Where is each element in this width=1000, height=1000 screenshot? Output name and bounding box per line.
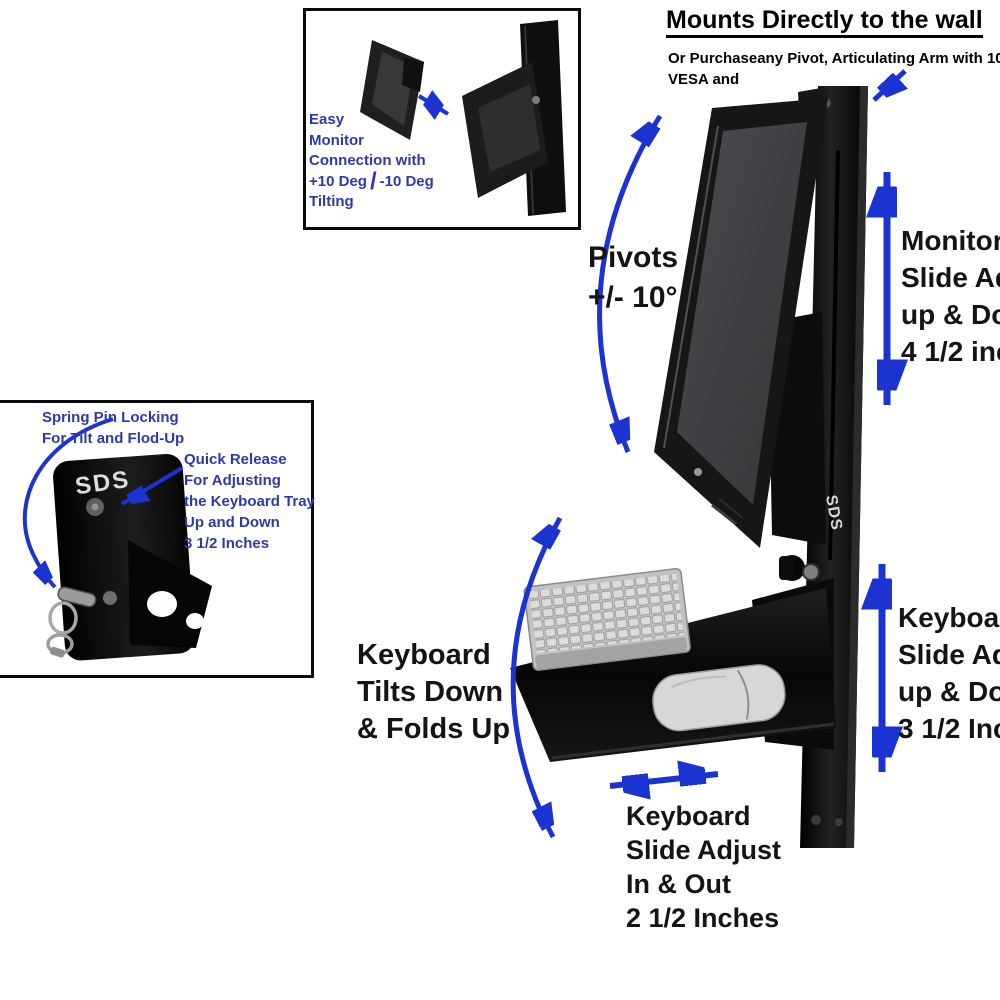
pivots-label: Pivots +/- 10° [588, 238, 678, 318]
monitor-slide-line-2: Slide Adjust [901, 262, 1000, 293]
rail-bottom-screw-2 [835, 818, 843, 826]
quick-release-line-2: For Adjusting [184, 472, 281, 489]
quick-release-note: Quick Release For Adjusting the Keyboard… [184, 449, 315, 554]
tilt-minus-text: -10 Deg [379, 172, 434, 190]
keyboard-tray [510, 567, 836, 762]
bracket-hole-1 [147, 591, 177, 617]
monitor [654, 98, 828, 548]
pin-key [49, 646, 66, 658]
pin-ring-1 [48, 601, 78, 635]
subtitle: Or Purchaseany Pivot, Articulating Arm w… [668, 48, 1000, 90]
monitor-slide-line-3: up & Down [901, 299, 1000, 330]
spring-pin-bolt [103, 591, 117, 605]
inset-bracket-photo: SDS [46, 454, 212, 661]
inset-plate-screw [532, 96, 540, 104]
keyboard-slide-line-4: 3 1/2 Inches [898, 713, 1000, 744]
tilt-plus-text: +10 Deg [309, 172, 367, 190]
keyboard-slide-label: Keyboard Slide Adjust up & Down 3 1/2 In… [898, 599, 1000, 747]
monitor-logo-dot [694, 468, 702, 476]
rail-edge-highlight [846, 86, 868, 848]
easy-connection-note: Easy Monitor Connection with +10 Deg/-10… [309, 109, 434, 212]
keyboard-keys [529, 573, 684, 654]
keyboard-tilts-line-2: Tilts Down [357, 676, 504, 708]
monitor-slide-label: Monitor Slide Adjust up & Down 4 1/2 inc… [901, 222, 1000, 370]
mouse-highlight [670, 675, 727, 689]
keyboard-slide-line-2: Slide Adjust [898, 639, 1000, 670]
quick-release-knob-center [91, 503, 99, 511]
keyboard-front-edge [535, 637, 688, 670]
keyboard-slide-line-3: up & Down [898, 676, 1000, 707]
easy-connection-line-2: Monitor [309, 131, 364, 149]
rail-slot [828, 149, 840, 561]
quick-release-line-4: Up and Down [184, 514, 280, 531]
inset-box-monitor-connection [303, 8, 581, 230]
page-title: Mounts Directly to the wall [666, 6, 983, 38]
quick-release-line-3: the Keyboard Tray [184, 493, 315, 510]
tray-front-edge [551, 722, 835, 760]
vesa-connect-arrow [417, 96, 450, 114]
rail-knob-stem [779, 556, 795, 580]
subtitle-line-1: Or Purchaseany Pivot, Articulating Arm w… [668, 50, 1000, 67]
inset-mount-plate-inner [478, 84, 540, 172]
mouse [652, 664, 786, 732]
quick-release-line-5: 3 1/2 Inches [184, 535, 270, 552]
rail-bottom-screw-1 [811, 815, 821, 825]
keyboard [523, 567, 691, 671]
inset-box-spring-pin [0, 400, 314, 678]
spring-pin-note: Spring Pin Locking For Tilt and Flod-Up [42, 407, 184, 449]
keyboard-inout-line-1: Keyboard [626, 801, 751, 831]
spring-pin-arrow [22, 417, 114, 589]
keyboard-tilts-line-1: Keyboard [357, 639, 491, 671]
keyboard-inout-line-4: 2 1/2 Inches [626, 903, 780, 933]
spring-pin [57, 586, 97, 608]
pivots-line-2: +/- 10° [588, 281, 678, 314]
easy-connection-line-3: Connection with [309, 152, 426, 169]
easy-connection-line-1: Easy [309, 111, 345, 128]
vesa-plate-tab [402, 58, 424, 92]
spring-pin-line-1: Spring Pin Locking [42, 409, 179, 426]
monitor-vent-2 [718, 498, 744, 519]
easy-connection-line-4: +10 Deg/-10 Deg [309, 167, 434, 195]
rail-bolt [802, 563, 820, 581]
bezel-highlight [663, 125, 719, 449]
monitor-slide-line-1: Monitor [901, 225, 1000, 256]
rail-logo: SDS [822, 494, 845, 532]
tilt-slash: / [369, 167, 377, 195]
keyboard-inout-label: Keyboard Slide Adjust In & Out 2 1/2 Inc… [626, 799, 781, 935]
keyboard-tilts-label: Keyboard Tilts Down & Folds Up [357, 637, 510, 748]
monitor-screen [677, 122, 807, 505]
keyboard-inout-line-2: Slide Adjust [626, 835, 782, 865]
monitor-vent-1 [711, 503, 737, 526]
inset-monitor-photo [360, 20, 566, 216]
pivot-arc-arrow [597, 114, 663, 453]
tilt-arc-arrow [510, 516, 563, 839]
mouse-seam [736, 669, 750, 720]
page-title-text: Mounts Directly to the wall [666, 6, 983, 38]
monitor-slide-line-4: 4 1/2 inches [901, 336, 1000, 367]
keyboard-slide-line-1: Keyboard [898, 602, 1000, 633]
quick-release-arrow [120, 466, 184, 504]
keyboard-tilts-line-3: & Folds Up [357, 713, 511, 745]
subtitle-line-2: VESA and [668, 71, 740, 88]
pivots-line-1: Pivots [588, 241, 679, 274]
wall-mount-arrow [872, 69, 905, 100]
inout-arrow [609, 774, 719, 786]
bracket-hole-2 [186, 613, 204, 629]
spring-pin-line-2: For Tilt and Flod-Up [42, 430, 185, 447]
easy-connection-line-5: Tilting [309, 193, 354, 210]
keyboard-inout-line-3: In & Out [626, 869, 731, 899]
quick-release-line-1: Quick Release [184, 451, 287, 468]
